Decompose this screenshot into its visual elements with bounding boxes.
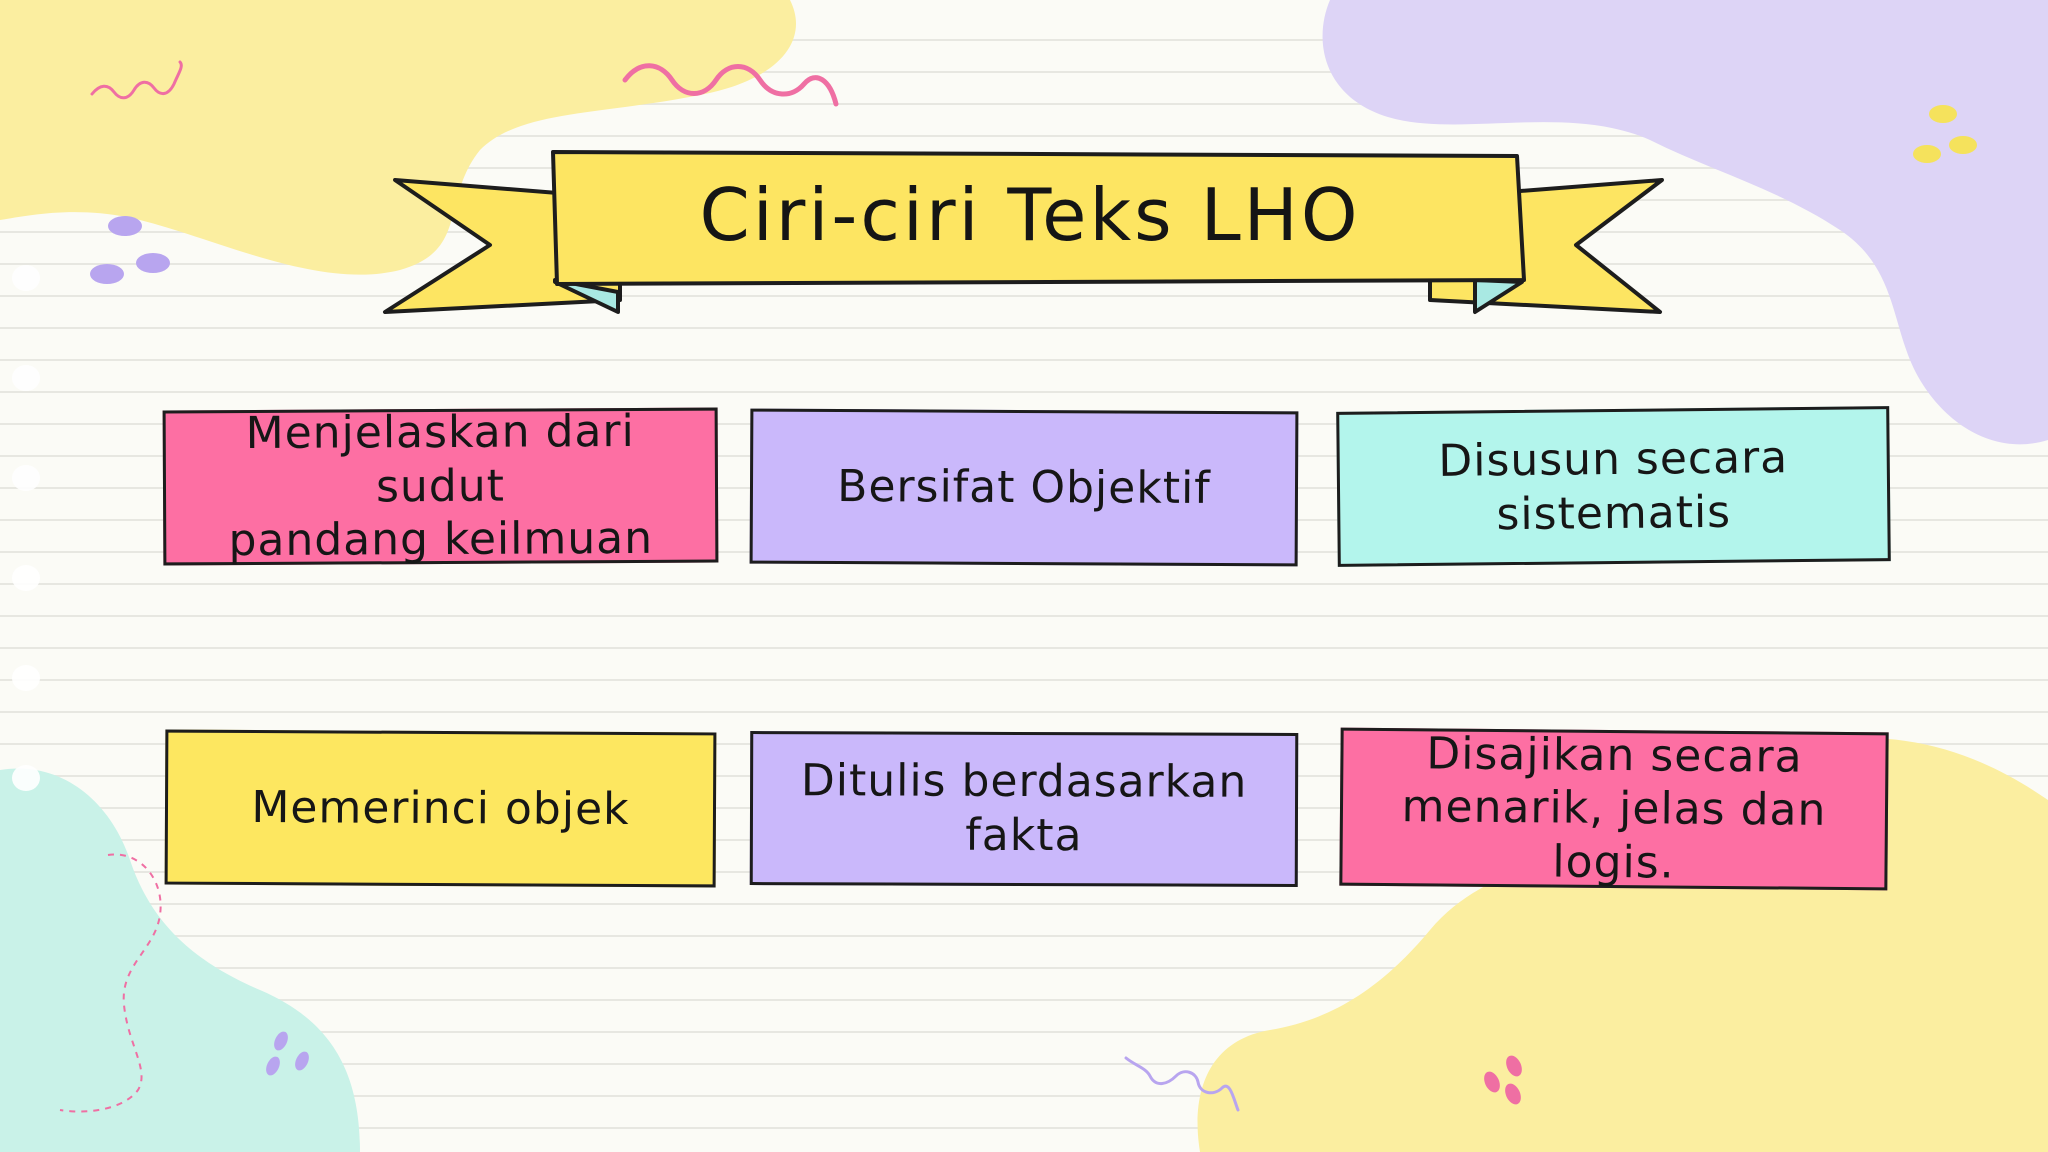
yellow-dots-right — [1913, 105, 1977, 163]
binder-holes — [12, 265, 40, 791]
violet-dots-left — [90, 216, 170, 284]
aqua-blob-bottom-left — [0, 768, 360, 1152]
feature-card-3-text: Disusun secara sistematis — [1438, 431, 1789, 540]
pink-dots-bottom — [1484, 1055, 1522, 1105]
feature-card-4: Memerinci objek — [164, 729, 717, 888]
feature-card-3: Disusun secara sistematis — [1336, 406, 1891, 567]
feature-card-5-text: Ditulis berdasarkan fakta — [800, 755, 1248, 862]
ribbon-main — [551, 150, 1526, 286]
feature-card-6: Disajikan secara menarik, jelas dan logi… — [1339, 727, 1889, 891]
yellow-blob-top-left — [0, 0, 796, 275]
pink-squiggle-top — [622, 63, 839, 107]
lilac-blob-top-right — [1322, 0, 2048, 445]
feature-card-5: Ditulis berdasarkan fakta — [749, 731, 1299, 887]
feature-card-2-text: Bersifat Objektif — [837, 460, 1211, 514]
feature-card-1: Menjelaskan dari sudut pandang keilmuan — [162, 405, 719, 567]
pink-squiggle-top-left — [90, 60, 183, 100]
slide-title: Ciri-ciri Teks LHO — [699, 173, 1361, 257]
feature-card-2: Bersifat Objektif — [749, 408, 1299, 567]
title-ribbon — [383, 150, 1664, 314]
violet-dots-bottom-left — [266, 1031, 309, 1076]
feature-card-4-text: Memerinci objek — [251, 781, 630, 835]
feature-card-6-text: Disajikan secara menarik, jelas dan logi… — [1401, 727, 1827, 889]
feature-card-1-text: Menjelaskan dari sudut pandang keilmuan — [228, 405, 654, 567]
violet-squiggle-bottom — [1124, 1056, 1240, 1112]
